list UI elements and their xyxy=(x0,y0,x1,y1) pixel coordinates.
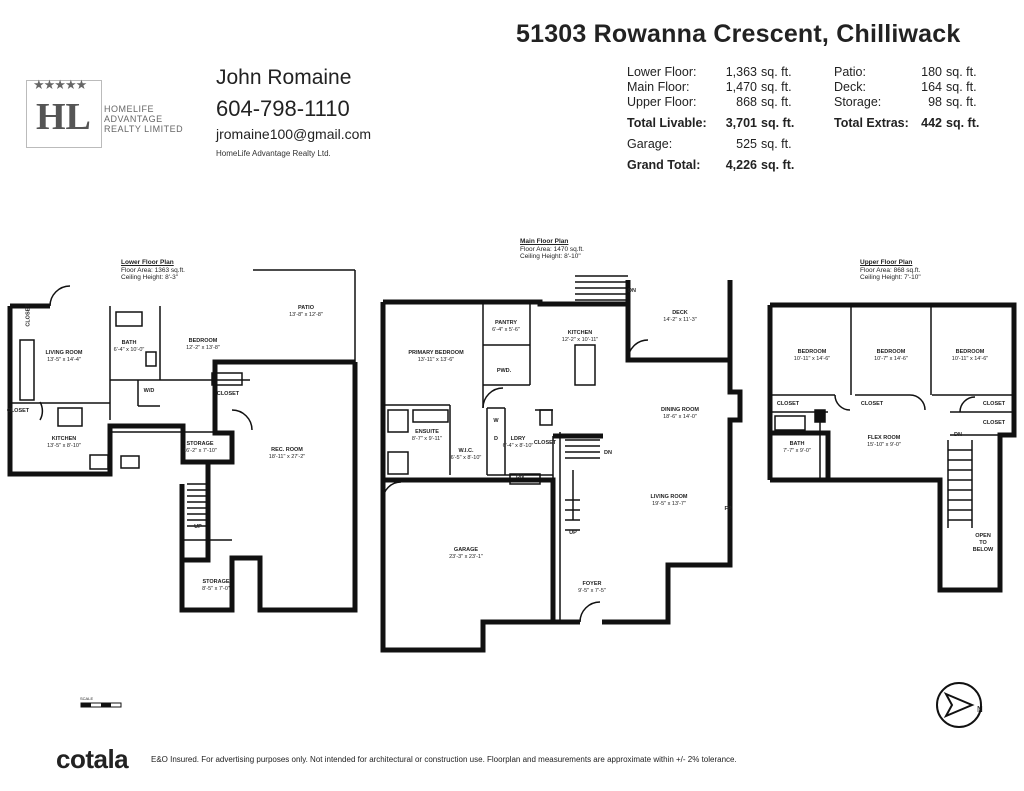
room-label: CLOSET xyxy=(25,304,32,327)
room-label: CLOSET xyxy=(982,420,1006,426)
room-label: DN xyxy=(954,432,962,438)
logo-line1: HOMELIFE xyxy=(104,104,155,114)
agent-company: HomeLife Advantage Realty Ltd. xyxy=(216,149,331,158)
room-label: W/D xyxy=(143,388,155,394)
brokerage-logo: ★★★★★ HL xyxy=(26,77,102,148)
logo-line3: REALTY LIMITED xyxy=(104,124,184,134)
room-label: FP xyxy=(724,506,732,512)
room-label: OPEN TO BELOW xyxy=(972,533,994,553)
room-label: UP xyxy=(569,530,577,536)
agent-phone[interactable]: 604-798-1110 xyxy=(216,96,350,121)
room-label: W.I.C.6'-5" x 8'-10" xyxy=(450,448,482,461)
stars-icon: ★★★★★ xyxy=(33,77,87,92)
compass-label: N xyxy=(977,705,983,714)
upper-plan-heading: Upper Floor Plan Floor Area: 868 sq.ft. … xyxy=(860,259,921,281)
room-label: DN xyxy=(628,288,636,294)
logo-initials: HL xyxy=(36,96,91,138)
room-label: CLOSET xyxy=(216,391,240,397)
room-label: CLOSET xyxy=(776,401,800,407)
scale-bar-graphic xyxy=(80,702,122,708)
lower-floor-interior xyxy=(10,269,356,541)
room-label: DN xyxy=(604,450,612,456)
agent-email[interactable]: jromaine100@gmail.com xyxy=(216,126,372,142)
room-label: CLOSET xyxy=(6,408,30,414)
lower-plan-heading: Lower Floor Plan Floor Area: 1363 sq.ft.… xyxy=(121,259,185,281)
room-label: PWD. xyxy=(496,368,512,374)
room-label: W xyxy=(493,418,499,424)
room-label: D xyxy=(494,436,498,442)
room-label: UP xyxy=(194,524,202,530)
main-floor-interior xyxy=(382,275,649,649)
upper-floor-interior xyxy=(770,305,1014,528)
upper-floor-walls xyxy=(767,302,1017,593)
main-plan-heading: Main Floor Plan Floor Area: 1470 sq.ft. … xyxy=(520,238,584,260)
cotala-logo: cotala xyxy=(56,744,129,774)
logo-text: HOMELIFE ADVANTAGE REALTY LIMITED xyxy=(104,104,183,134)
logo-line2: ADVANTAGE xyxy=(104,114,163,124)
compass-icon: N xyxy=(936,682,983,728)
agent-name: John Romaine xyxy=(216,66,352,89)
scale-bar: SCALE xyxy=(80,696,122,712)
property-address: 51303 Rowanna Crescent, Chilliwack xyxy=(516,20,961,48)
disclaimer-text: E&O Insured. For advertising purposes on… xyxy=(151,755,737,764)
room-label: CLOSET xyxy=(533,440,557,446)
room-label: DN xyxy=(516,474,524,480)
room-label: CLOSET xyxy=(860,401,884,407)
room-label: CLOSET xyxy=(982,401,1006,407)
